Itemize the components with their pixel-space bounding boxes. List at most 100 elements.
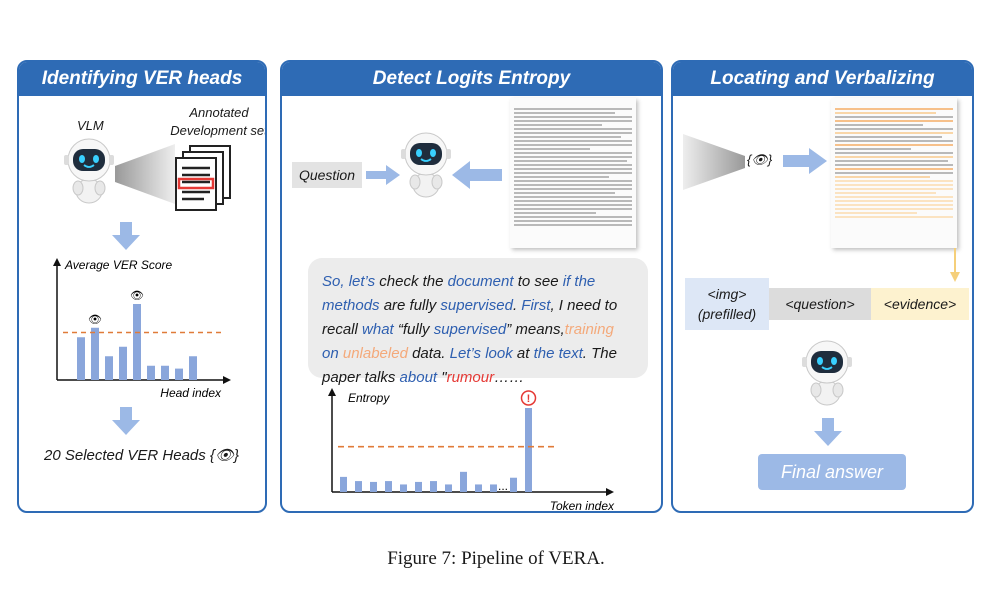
arrow-right-icon — [783, 148, 827, 174]
reasoning-token: …… — [494, 369, 525, 386]
reasoning-token: ” means, — [506, 321, 565, 338]
panel-locating-and-verbalizing: Locating and Verbalizing {👁} <img> (pref… — [671, 60, 974, 513]
reasoning-token: to see — [517, 273, 563, 290]
projection-beam — [683, 134, 745, 190]
robot-icon — [799, 338, 855, 408]
chart2-bar — [525, 408, 532, 492]
chart1-bar — [91, 327, 99, 380]
chart1-bar — [133, 304, 141, 380]
annotated-line2: Development set — [170, 123, 267, 138]
chart2-bar — [475, 484, 482, 492]
selected-heads-label: 20 Selected VER Heads {👁} — [44, 447, 239, 464]
chart2-bar — [400, 484, 407, 492]
reasoning-token: supervised — [440, 297, 513, 314]
chart1-bar — [161, 365, 169, 380]
reasoning-token: are fully — [383, 297, 441, 314]
chart1-ylabel: Average VER Score — [64, 258, 172, 272]
reasoning-token: " — [441, 369, 447, 386]
arrow-left-icon — [452, 161, 502, 189]
chart1-y-arrow — [53, 258, 61, 266]
reasoning-token: . — [512, 297, 522, 314]
chart2-ylabel: Entropy — [348, 391, 390, 405]
ver-heads-eye-label: {👁} — [747, 152, 773, 167]
reasoning-bubble: So, let’s check the document to see if t… — [308, 258, 648, 386]
chart2-bar — [385, 481, 392, 492]
reasoning-token: the — [422, 273, 448, 290]
chart2-bar — [340, 476, 347, 492]
chart1-bar — [105, 356, 113, 380]
reasoning-token: “fully — [397, 321, 434, 338]
reasoning-token: recall — [322, 321, 363, 338]
reasoning-token: methods — [322, 297, 384, 314]
eye-icon: 👁 — [130, 290, 144, 302]
reasoning-token: unlabeled — [342, 345, 413, 362]
chart1-bar — [147, 365, 155, 380]
arrow-down-icon — [112, 222, 140, 250]
panel-title: Locating and Verbalizing — [673, 62, 972, 96]
entropy-chart: Entropy ! ... Token index — [328, 388, 615, 513]
arrow-right-icon — [366, 165, 400, 185]
chart2-ellipsis: ... — [498, 479, 508, 493]
chart2-bar — [510, 477, 517, 492]
reasoning-token: First — [521, 297, 551, 314]
chart2-bar — [355, 481, 362, 492]
reasoning-token: about — [399, 369, 442, 386]
img-tag-line2: (prefilled) — [697, 306, 757, 322]
reasoning-token: . The paper talks — [322, 345, 617, 386]
highlighted-document — [831, 98, 957, 248]
reasoning-token: So, — [322, 273, 349, 290]
reasoning-token: , I need to — [550, 297, 618, 314]
ver-score-chart: Average VER Score 👁 👁 Head index — [53, 258, 231, 400]
chart1-bar — [189, 356, 197, 380]
img-prefilled-tag: <img> (prefilled) — [685, 278, 769, 330]
arrow-down-icon — [112, 407, 140, 435]
reasoning-token: supervised — [433, 321, 507, 338]
annotated-dev-set-label: Annotated Development set — [169, 104, 267, 140]
evidence-tag: <evidence> — [871, 288, 969, 320]
reasoning-text: So, let’s check the document to see if t… — [308, 258, 648, 402]
reasoning-token: document — [447, 273, 518, 290]
annotated-line1: Annotated — [189, 105, 249, 120]
document-thumbnail — [510, 98, 636, 248]
reasoning-token: the — [574, 273, 596, 290]
reasoning-token: text — [558, 345, 583, 362]
evidence-connector — [950, 248, 960, 282]
chart2-xlabel: Token index — [550, 499, 615, 513]
vlm-label: VLM — [77, 118, 104, 133]
chart2-bar — [430, 481, 437, 492]
robot-icon — [398, 130, 454, 200]
chart2-bar — [415, 481, 422, 492]
img-tag-line1: <img> — [707, 286, 747, 302]
chart2-bar — [490, 484, 497, 492]
reasoning-token: let’s — [348, 273, 380, 290]
eye-icon: 👁 — [88, 314, 102, 326]
chart2-bar — [445, 484, 452, 492]
chart1-xlabel: Head index — [160, 386, 222, 400]
reasoning-token: rumour — [446, 369, 495, 386]
chart2-bar — [370, 481, 377, 492]
panel-title: Identifying VER heads — [19, 62, 265, 96]
document-stack-icon — [175, 145, 231, 211]
reasoning-token: what — [362, 321, 398, 338]
alert-icon-mark: ! — [527, 393, 531, 405]
final-answer-box: Final answer — [758, 454, 906, 490]
arrow-down-icon — [814, 418, 842, 446]
chart2-x-arrow — [606, 488, 614, 496]
reasoning-token: data. — [412, 345, 450, 362]
chart1-bar — [77, 337, 85, 380]
reasoning-token: Let’s look — [449, 345, 517, 362]
reasoning-token: check — [379, 273, 423, 290]
chart2-bar — [460, 471, 467, 492]
reasoning-token: at — [516, 345, 534, 362]
chart1-bar — [175, 368, 183, 380]
chart2-y-arrow — [328, 388, 336, 396]
reasoning-token: on — [322, 345, 343, 362]
reasoning-token: if — [562, 273, 575, 290]
figure-caption: Figure 7: Pipeline of VERA. — [387, 548, 605, 569]
question-box: Question — [292, 162, 362, 188]
panel-detect-logits-entropy: Detect Logits Entropy Question So, let’s… — [280, 60, 663, 513]
chart1-x-arrow — [223, 376, 231, 384]
reasoning-token: the — [533, 345, 559, 362]
panel-title: Detect Logits Entropy — [282, 62, 661, 96]
projection-beam — [115, 144, 175, 204]
